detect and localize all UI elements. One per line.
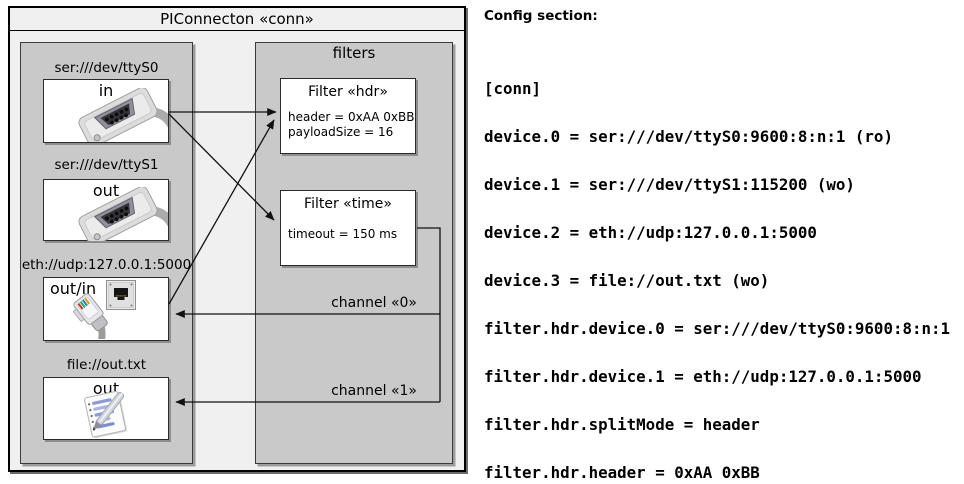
config-line: device.1 = ser:///dev/ttyS1:115200 (wo)	[484, 175, 855, 194]
config-line: filter.hdr.device.0 = ser:///dev/ttyS0:9…	[484, 319, 951, 338]
config-section-heading: Config section:	[484, 8, 598, 24]
config-line: device.2 = eth://udp:127.0.0.1:5000	[484, 223, 817, 242]
ethernet-port-icon	[106, 280, 136, 310]
device-direction-label: in	[98, 81, 114, 100]
config-line: device.0 = ser:///dev/ttyS0:9600:8:n:1 (…	[484, 127, 893, 146]
device-box-ttyS1: out	[43, 179, 169, 241]
config-line: filter.hdr.splitMode = header	[484, 415, 760, 434]
device-box-ttyS0: in	[43, 79, 169, 143]
device-url-file: file://out.txt	[66, 357, 147, 373]
config-line: [conn]	[484, 79, 542, 98]
filter-prop: timeout = 150 ms	[288, 227, 398, 241]
serial-connector-icon	[78, 88, 168, 142]
filter-title: Filter «hdr»	[308, 84, 388, 100]
device-box-eth: out/in	[43, 277, 169, 341]
device-box-file: out	[43, 377, 169, 440]
device-url-ttyS0: ser:///dev/ttyS0	[54, 60, 159, 76]
filter-properties: timeout = 150 ms	[281, 227, 415, 242]
channel-0-label: channel «0»	[331, 295, 417, 311]
rj45-plug-icon	[73, 293, 108, 339]
serial-connector-icon	[78, 187, 168, 241]
filters-panel-title: filters	[332, 44, 376, 62]
notepad-pen-icon	[84, 390, 128, 439]
config-line: filter.hdr.header = 0xAA 0xBB	[484, 463, 760, 482]
config-text-block: [conn] device.0 = ser:///dev/ttyS0:9600:…	[484, 49, 960, 484]
filter-box-hdr: Filter «hdr» header = 0xAA 0xBB payloadS…	[280, 78, 416, 154]
config-line: device.3 = file://out.txt (wo)	[484, 271, 770, 290]
filter-box-time: Filter «time» timeout = 150 ms	[280, 190, 416, 266]
filter-properties: header = 0xAA 0xBB payloadSize = 16	[281, 110, 415, 140]
filter-prop: payloadSize = 16	[288, 125, 394, 139]
device-url-ttyS1: ser:///dev/ttyS1	[54, 157, 159, 173]
filter-prop: header = 0xAA 0xBB	[288, 110, 415, 124]
filter-title: Filter «time»	[304, 196, 392, 212]
device-direction-label: out/in	[50, 279, 97, 298]
diagram-title: PIConnecton «conn»	[10, 8, 464, 31]
channel-1-label: channel «1»	[331, 383, 417, 399]
config-line: filter.hdr.device.1 = eth://udp:127.0.0.…	[484, 367, 922, 386]
device-url-eth: eth://udp:127.0.0.1:5000	[21, 257, 192, 273]
device-direction-label: out	[92, 181, 120, 200]
